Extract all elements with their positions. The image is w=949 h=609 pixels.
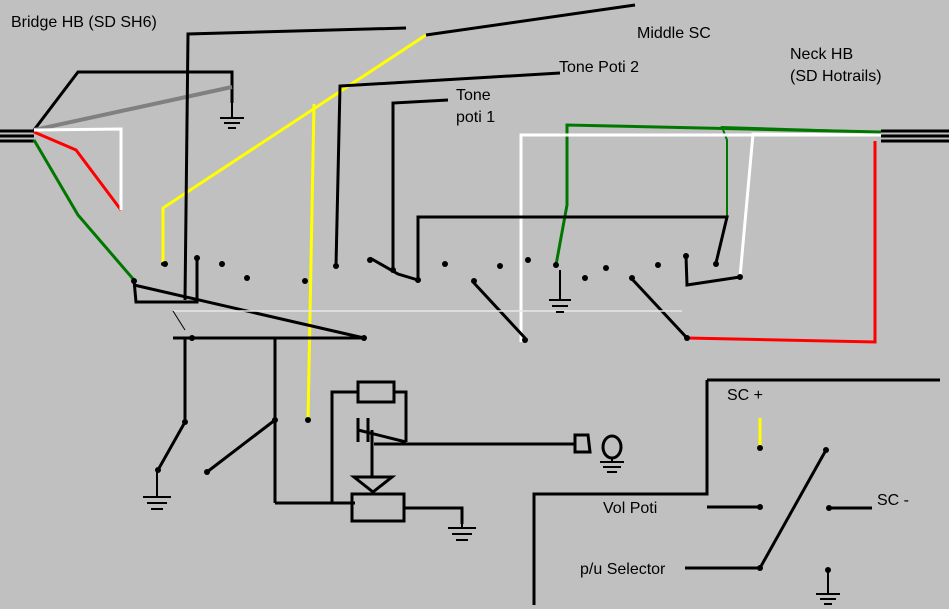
jack-icon	[350, 492, 406, 523]
diode-icon	[349, 475, 397, 494]
black-wires	[132, 3, 940, 605]
neck-pickup-label-line2: (SD Hotrails)	[790, 68, 882, 85]
ground-icon	[220, 103, 244, 129]
ground-icon	[448, 524, 476, 541]
output-plug-icon	[573, 433, 623, 460]
ground-icon	[549, 270, 571, 313]
bridge-pickup	[0, 70, 244, 281]
resistor-icon	[356, 380, 396, 404]
bridge-pickup-label: Bridge HB (SD SH6)	[11, 14, 157, 31]
ground-icon	[600, 458, 624, 473]
ground-icon	[143, 472, 171, 510]
tone-poti-1-label-line1: Tone	[456, 87, 491, 104]
neck-pickup	[519, 123, 949, 344]
vol-poti-label: Vol Poti	[603, 500, 657, 517]
yellow-wires	[161, 33, 762, 449]
tone-poti-2-label: Tone Poti 2	[559, 59, 639, 76]
middle-pickup-label: Middle SC	[637, 25, 711, 42]
contact-dots	[131, 253, 832, 573]
neck-pickup-label-line1: Neck HB	[790, 46, 853, 63]
pickup-selector-label: p/u Selector	[580, 561, 666, 578]
sc-minus-label: SC -	[877, 492, 909, 509]
sc-plus-label: SC +	[727, 387, 763, 404]
ground-icon	[816, 570, 840, 605]
capacitor-icon	[356, 418, 370, 442]
tone-poti-1-label-line2: poti 1	[456, 109, 495, 126]
